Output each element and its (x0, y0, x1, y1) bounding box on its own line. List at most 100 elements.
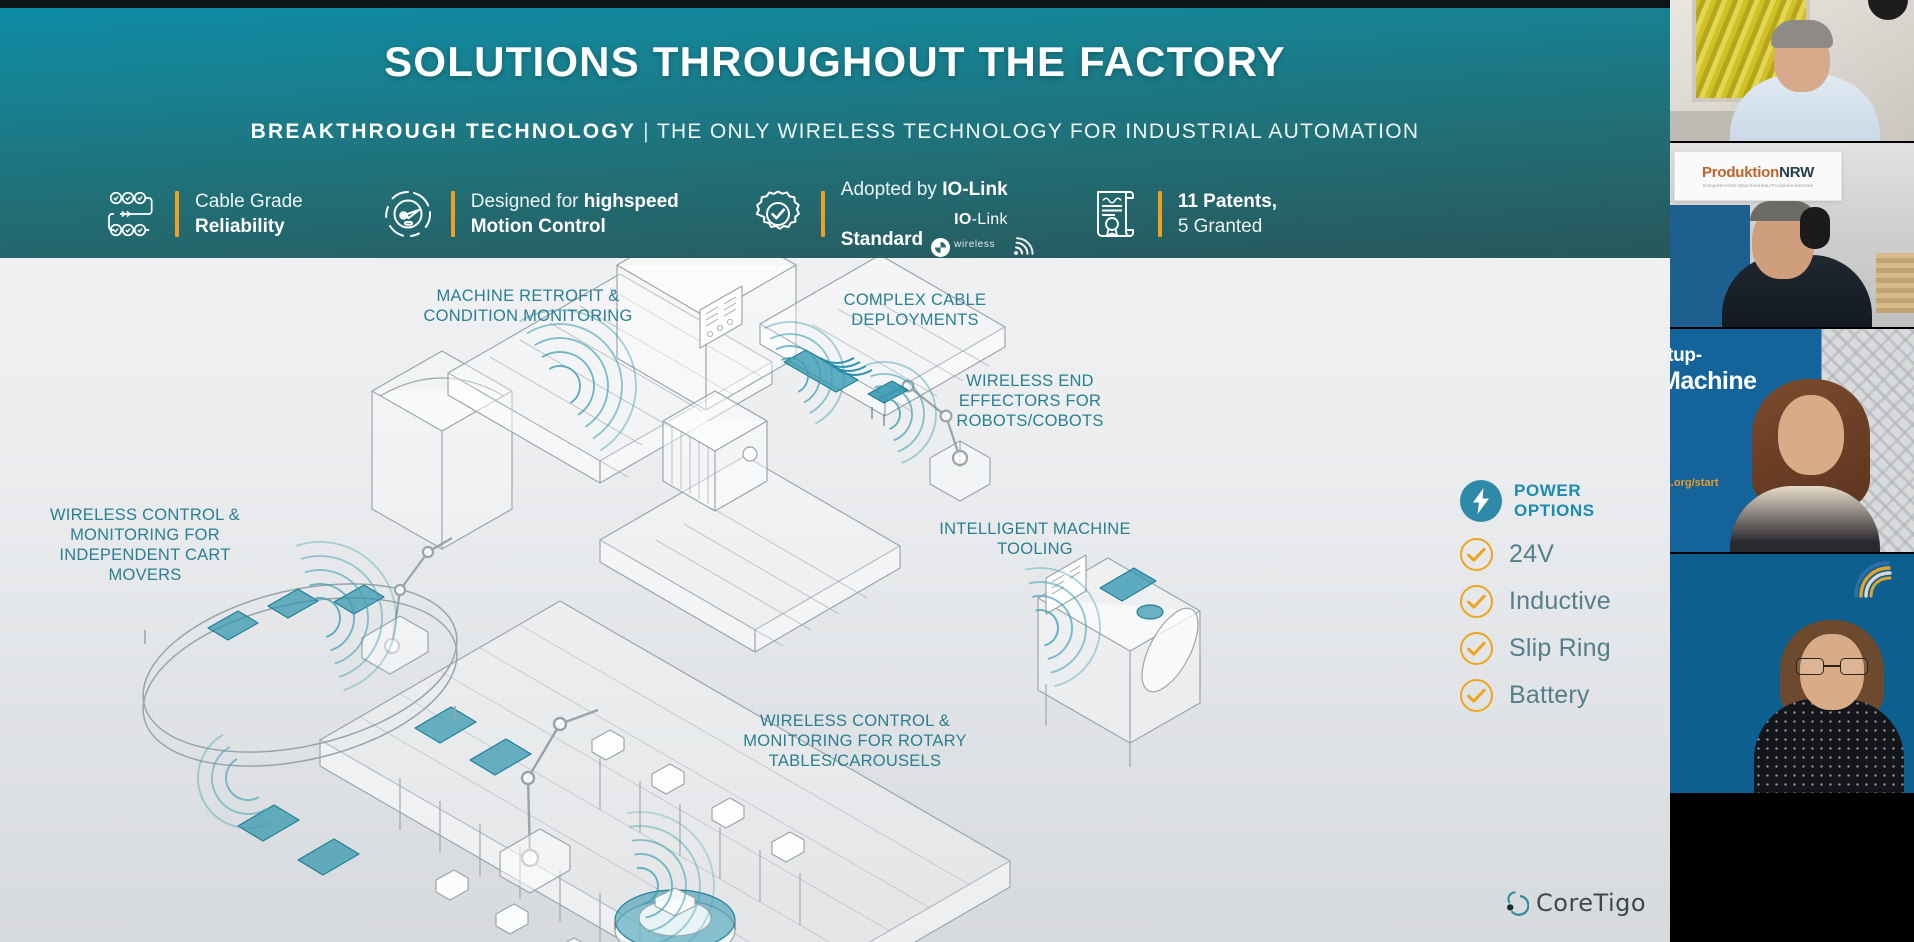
presentation-slide: SOLUTIONS THROUGHOUT THE FACTORY BREAKTH… (0, 0, 1670, 942)
coretigo-logo: CoreTigo (1502, 889, 1646, 917)
coretigo-wordmark: CoreTigo (1536, 889, 1647, 917)
wireless-waves-icon (1012, 235, 1034, 257)
io-link-wireless-logo: IO-Link wireless (931, 207, 1034, 257)
power-option-label: Battery (1509, 681, 1590, 709)
feature-line1: 11 Patents, (1177, 191, 1278, 212)
feature-label: 11 Patents, 5 Granted (1178, 189, 1277, 239)
participant-tile-2[interactable]: ProduktionNRW Kompetenznetz Maschinenbau… (1670, 143, 1914, 329)
feature-highspeed-motion-control: Designed for highspeed Motion Control (381, 178, 679, 250)
banner-brand: ProduktionNRW (1702, 164, 1814, 181)
power-option-label: Slip Ring (1509, 634, 1611, 662)
banner-line-2: Machine (1670, 367, 1757, 395)
cable-reliability-icon (105, 187, 159, 241)
slide-header: SOLUTIONS THROUGHOUT THE FACTORY BREAKTH… (0, 8, 1670, 258)
power-options-header: POWER OPTIONS (1460, 480, 1670, 522)
power-title-line2: OPTIONS (1514, 501, 1595, 520)
headset-icon (1800, 207, 1830, 249)
feature-divider-bar (175, 191, 179, 237)
participant-tile-3[interactable]: rtup- Machine na.org/start (1670, 329, 1914, 554)
power-option-slip-ring: Slip Ring (1460, 632, 1670, 665)
participant-tile-4[interactable] (1670, 554, 1914, 795)
participant-4-video (1670, 554, 1914, 795)
chair-back (1876, 253, 1914, 313)
participant-4-head (1800, 634, 1864, 710)
feature-divider-bar (820, 191, 825, 237)
feature-divider-bar (1157, 191, 1162, 237)
participant-video-rail: ProduktionNRW Kompetenznetz Maschinenbau… (1670, 0, 1914, 942)
feature-label: Adopted by IO-Link Standard IO-Link wire… (840, 177, 1034, 257)
certificate-patent-icon (1088, 187, 1142, 241)
feature-label: Cable Grade Reliability (195, 189, 303, 239)
feature-line2: Standard (840, 228, 924, 250)
power-option-battery: Battery (1460, 679, 1670, 712)
power-option-24v: 24V (1460, 538, 1670, 571)
subtitle-rest: THE ONLY WIRELESS TECHNOLOGY FOR INDUSTR… (656, 120, 1420, 143)
feature-line2: Motion Control (470, 216, 606, 237)
participant-4-body (1754, 699, 1904, 795)
rainbow-swoosh-logo-icon (1852, 560, 1908, 598)
participant-3-video: rtup- Machine na.org/start (1670, 329, 1914, 554)
coretigo-swirl-icon (1502, 890, 1529, 917)
tile-separator (1670, 552, 1914, 554)
banner-brand-first: Produktion (1701, 164, 1780, 181)
factory-line-art (142, 258, 1201, 942)
participant-tile-5-empty[interactable] (1670, 795, 1914, 942)
eyeglasses-icon (1796, 658, 1868, 675)
slide-subtitle: BREAKTHROUGH TECHNOLOGY | THE ONLY WIRELES… (0, 120, 1670, 144)
power-title-line1: POWER (1514, 481, 1582, 500)
participant-3-body (1730, 486, 1880, 554)
power-options-panel: POWER OPTIONS 24V Inductive (1460, 480, 1670, 726)
slide-top-edge (0, 0, 1670, 8)
power-option-label: 24V (1509, 540, 1555, 568)
power-option-inductive: Inductive (1460, 585, 1670, 618)
tile-separator (1670, 793, 1914, 795)
feature-divider-bar (450, 191, 455, 237)
check-circle-icon (1460, 538, 1493, 571)
io-link-mark-icon (931, 237, 951, 257)
feature-line1-bold: highspeed (583, 191, 679, 212)
pendant-lamp (1868, 0, 1908, 20)
participant-1-hair (1771, 20, 1833, 48)
subtitle-bold: BREAKTHROUGH TECHNOLOGY (250, 120, 637, 143)
speedometer-motion-icon (381, 187, 435, 241)
participant-3-head (1778, 395, 1844, 475)
desk-object (1670, 111, 1740, 143)
banner-line-1: rtup- (1670, 345, 1702, 366)
feature-line1-bold: IO-Link (942, 178, 1008, 200)
power-option-label: Inductive (1509, 587, 1611, 615)
feature-label: Designed for highspeed Motion Control (471, 189, 679, 239)
check-circle-icon (1460, 679, 1493, 712)
factory-isometric-illustration: MACHINE RETROFIT &CONDITION MONITORING C… (0, 258, 1670, 942)
participant-tile-1[interactable] (1670, 0, 1914, 143)
check-circle-icon (1460, 632, 1493, 665)
slide-title: SOLUTIONS THROUGHOUT THE FACTORY (384, 38, 1286, 85)
feature-cable-grade-reliability: Cable Grade Reliability (105, 178, 303, 250)
banner-url: na.org/start (1670, 477, 1719, 489)
banner-subtitle: Kompetenznetz Maschinenbau Produktionste… (1702, 183, 1814, 188)
participant-2-video: ProduktionNRW Kompetenznetz Maschinenbau… (1670, 143, 1914, 329)
participant-1-video (1670, 0, 1914, 143)
subtitle-divider: | (643, 120, 650, 143)
power-options-title: POWER OPTIONS (1514, 481, 1595, 521)
feature-patents: 11 Patents, 5 Granted (1088, 178, 1277, 250)
check-circle-icon (1460, 585, 1493, 618)
feature-line1-prefix: Designed for (470, 191, 584, 212)
feature-iolink-standard: Adopted by IO-Link Standard IO-Link wire… (751, 177, 1034, 257)
participant-2-hair (1750, 201, 1816, 221)
io-link-wireless-subtext: wireless (954, 238, 996, 250)
feature-line2: Reliability (195, 216, 285, 237)
lightning-bolt-icon (1460, 480, 1502, 522)
tile-separator (1670, 327, 1914, 329)
banner-brand-second: NRW (1779, 164, 1815, 181)
io-link-wordmark: IO-Link (954, 210, 1008, 228)
feature-line1: Cable Grade (195, 191, 303, 212)
feature-line1-prefix: Adopted by (840, 178, 943, 200)
label-machine-retrofit: MACHINE RETROFIT &CONDITION MONITORING (423, 287, 633, 325)
gear-check-icon (751, 187, 805, 241)
